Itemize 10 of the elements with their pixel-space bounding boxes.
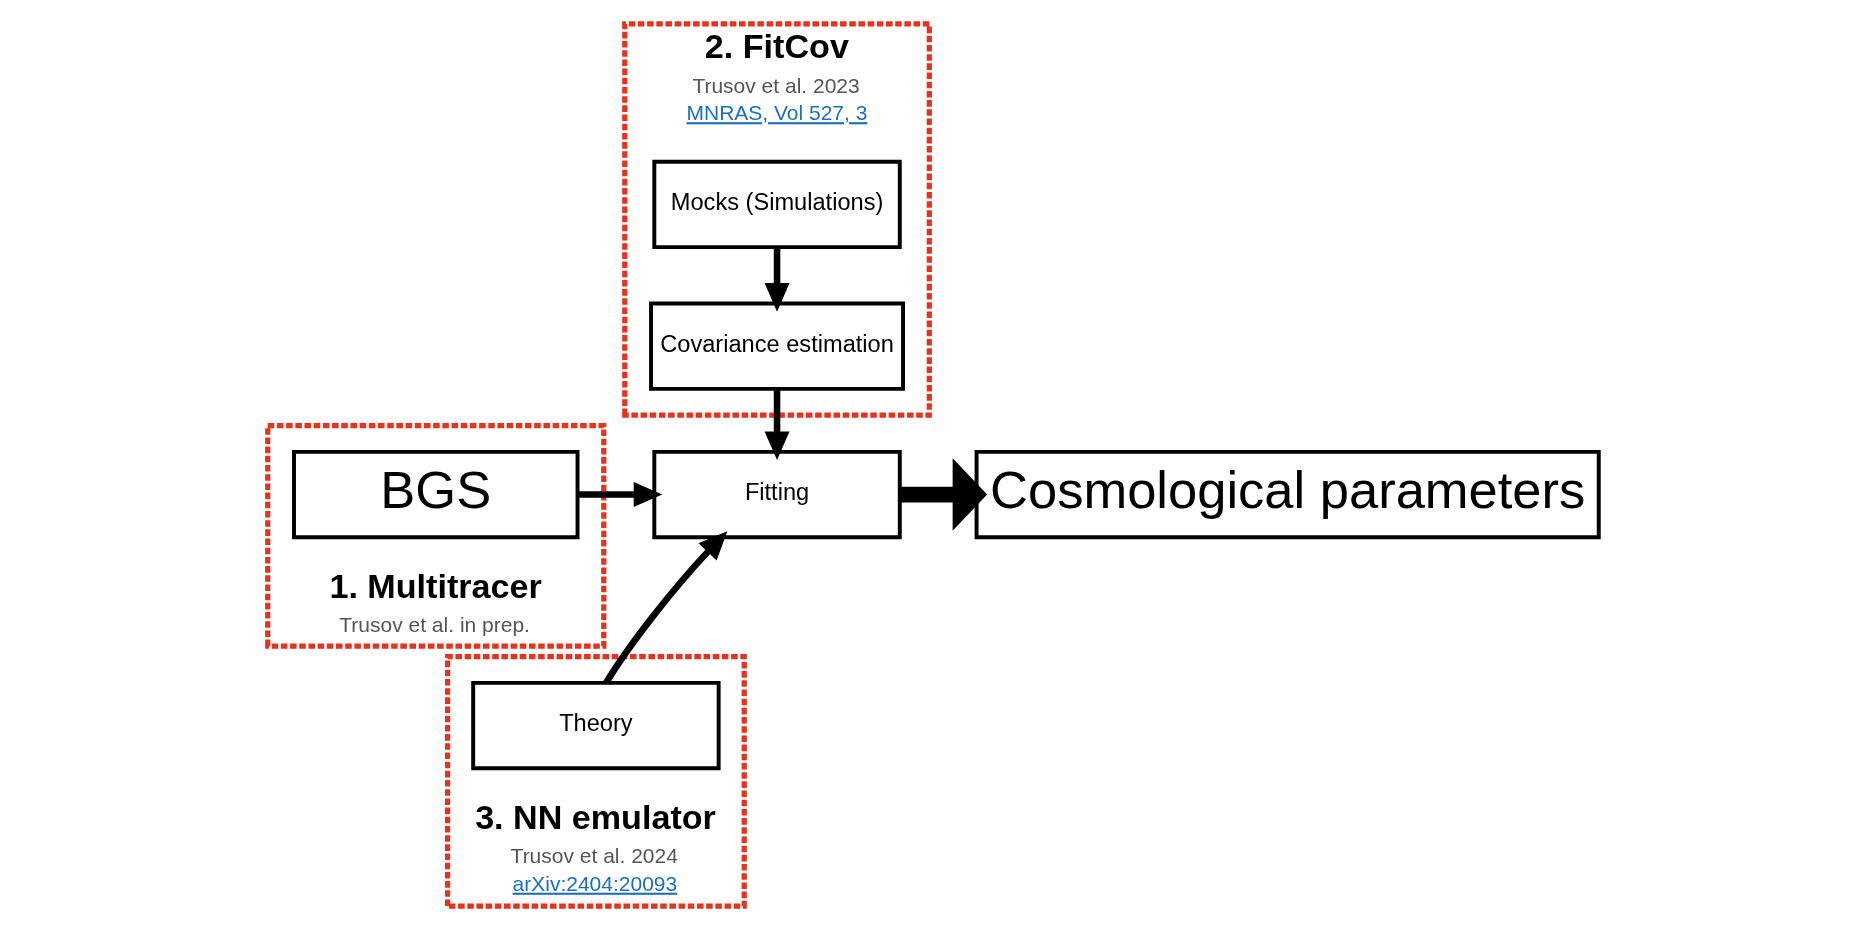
node-box: Fitting [651, 449, 902, 540]
arrow [764, 247, 790, 312]
node-box: Theory [470, 680, 721, 771]
node-box: BGS [291, 449, 579, 540]
arrow [899, 458, 987, 531]
node-box: Covariance estimation [648, 301, 905, 391]
node-box: Mocks (Simulations) [651, 159, 902, 250]
arrow [577, 482, 662, 507]
node-box: Cosmological parameters [974, 449, 1601, 540]
arrow [764, 388, 790, 460]
